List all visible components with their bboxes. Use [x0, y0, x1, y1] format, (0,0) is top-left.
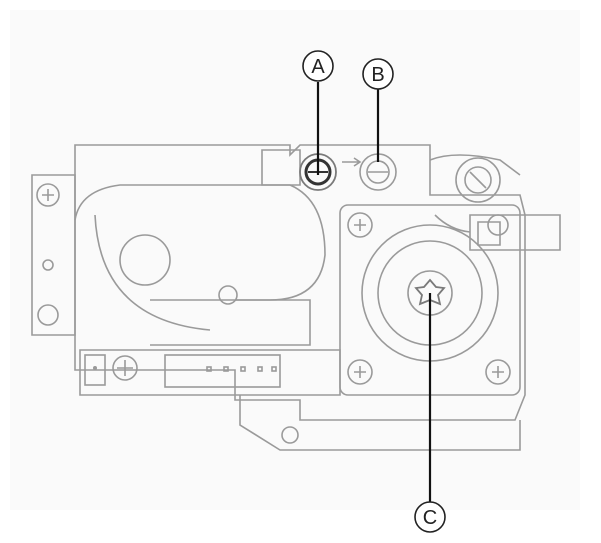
callout-b-label: B	[371, 64, 384, 86]
callout-a-label: A	[311, 56, 325, 78]
terminal-block	[84, 354, 281, 388]
left-mounting-screws	[36, 183, 60, 326]
lever-arm	[434, 214, 561, 251]
callout-a: A	[302, 50, 334, 82]
callout-leaders	[316, 82, 432, 502]
callout-c: C	[414, 501, 446, 533]
inlet-fitting	[429, 154, 521, 203]
callout-c-label: C	[423, 507, 437, 529]
actuator-housing	[74, 184, 326, 346]
valve-body	[31, 144, 526, 451]
arrow-marking	[342, 157, 362, 167]
callout-b: B	[362, 58, 394, 90]
bottom-hole	[281, 426, 299, 444]
